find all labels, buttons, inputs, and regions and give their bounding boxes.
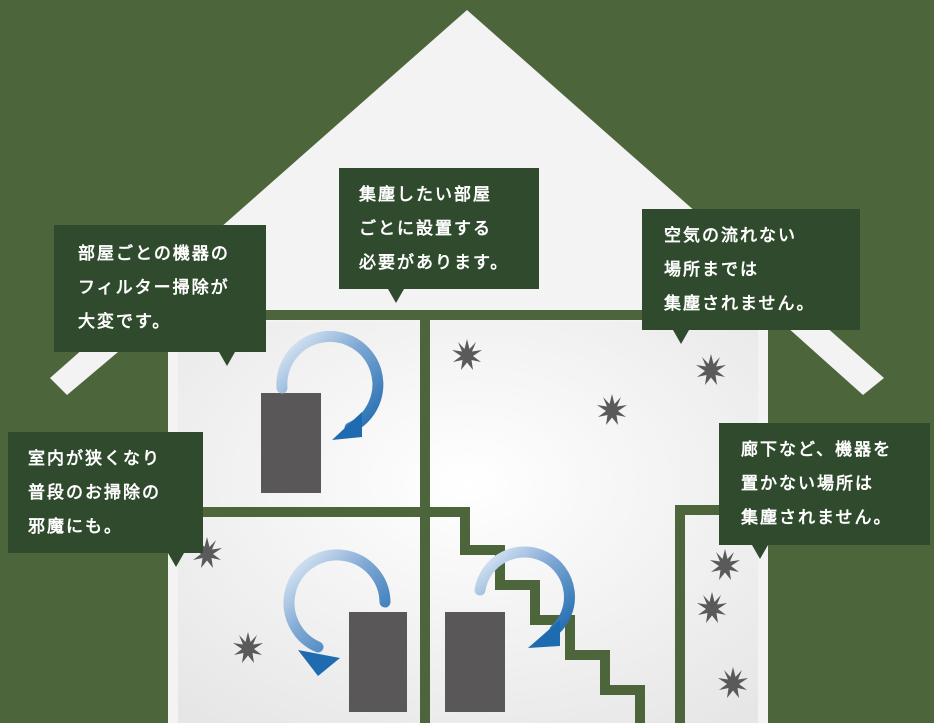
callout-tail (168, 553, 184, 567)
callout-line: 集塵したい部屋 (359, 185, 492, 205)
callout-left-bottom: 室内が狭くなり 普段のお掃除の 邪魔にも。 (8, 432, 203, 553)
callout-line: 邪魔にも。 (28, 517, 123, 537)
callout-line: 集塵されません。 (741, 508, 893, 528)
airflow-arrow-icon (474, 546, 575, 648)
callout-line: フィルター掃除が (78, 278, 230, 298)
air-purifier-lower-left (349, 612, 407, 712)
callout-tail (219, 352, 235, 366)
callout-line: 必要があります。 (359, 253, 510, 273)
callout-line: 部屋ごとの機器の (78, 244, 230, 264)
callout-tail (388, 289, 404, 303)
callout-line: 大変です。 (78, 312, 172, 332)
callout-line: 集塵されません。 (664, 294, 816, 314)
callout-tail (752, 545, 768, 559)
callout-line: 廊下など、機器を (741, 440, 893, 460)
callout-left-top: 部屋ごとの機器の フィルター掃除が 大変です。 (54, 225, 266, 352)
callout-line: 置かない場所は (741, 474, 874, 494)
air-purifier-lower-right (445, 612, 505, 712)
callout-right-top: 空気の流れない 場所までは 集塵されません。 (642, 209, 860, 330)
callout-line: 場所までは (664, 260, 759, 280)
air-purifier-upper-left (261, 393, 321, 493)
callout-line: ごとに設置する (359, 219, 492, 239)
callout-right-bottom: 廊下など、機器を 置かない場所は 集塵されません。 (719, 423, 930, 545)
callout-line: 空気の流れない (664, 226, 797, 246)
airflow-arrow-icon (276, 330, 384, 440)
callout-line: 普段のお掃除の (28, 483, 161, 503)
callout-line: 室内が狭くなり (28, 449, 161, 469)
callout-center: 集塵したい部屋 ごとに設置する 必要があります。 (339, 168, 539, 289)
airflow-arrow-icon (283, 549, 391, 676)
callout-tail (673, 330, 689, 344)
